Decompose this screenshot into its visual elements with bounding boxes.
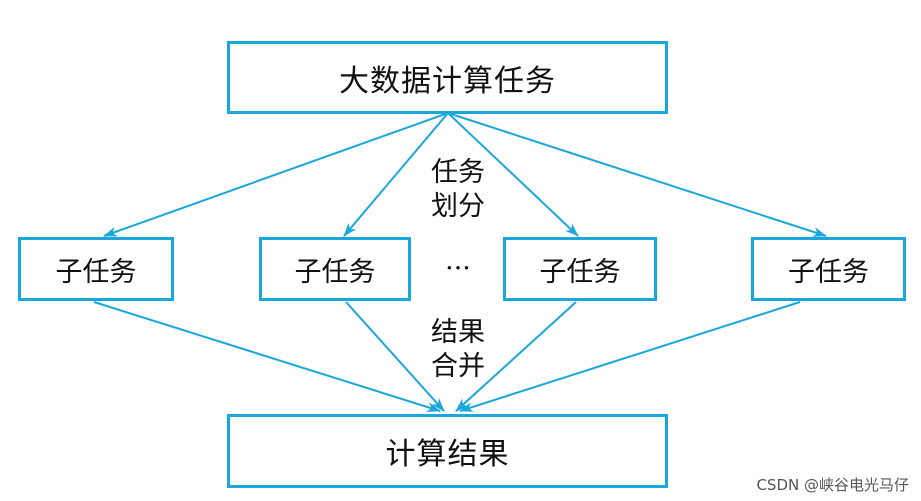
subtask-label-3: 子任务 — [539, 256, 621, 288]
subtask-label-4: 子任务 — [788, 256, 869, 288]
split-arrow-4 — [447, 112, 827, 237]
result-label: 计算结果 — [385, 437, 510, 472]
split-arrow-2 — [343, 112, 449, 237]
subtask-box-4: 子任务 — [751, 237, 906, 301]
split-label: 任务 划分 — [423, 156, 493, 224]
subtask-box-2: 子任务 — [259, 237, 411, 301]
ellipsis-text: ··· — [445, 253, 471, 284]
merge-arrow-3 — [455, 301, 577, 412]
merge-arrow-2 — [345, 301, 445, 412]
subtask-box-1: 子任务 — [18, 237, 174, 301]
top-task-box: 大数据计算任务 — [227, 41, 668, 114]
merge-arrow-1 — [93, 301, 441, 412]
split-label-line1: 任务 — [431, 157, 485, 188]
subtask-box-3: 子任务 — [503, 237, 657, 301]
split-arrow-3 — [447, 112, 579, 237]
merge-label: 结果 合并 — [423, 316, 493, 384]
merge-arrow-4 — [459, 301, 801, 412]
ellipsis-label: ··· — [426, 252, 490, 286]
merge-label-line1: 结果 — [431, 317, 485, 348]
result-box: 计算结果 — [227, 414, 668, 488]
watermark: CSDN @峡谷电光马仔 — [756, 476, 909, 494]
top-task-label: 大数据计算任务 — [339, 63, 556, 99]
split-label-line2: 划分 — [431, 191, 485, 222]
merge-label-line2: 合并 — [431, 351, 485, 382]
subtask-label-2: 子任务 — [294, 256, 376, 288]
subtask-label-1: 子任务 — [55, 256, 137, 288]
split-arrow-1 — [103, 112, 449, 237]
